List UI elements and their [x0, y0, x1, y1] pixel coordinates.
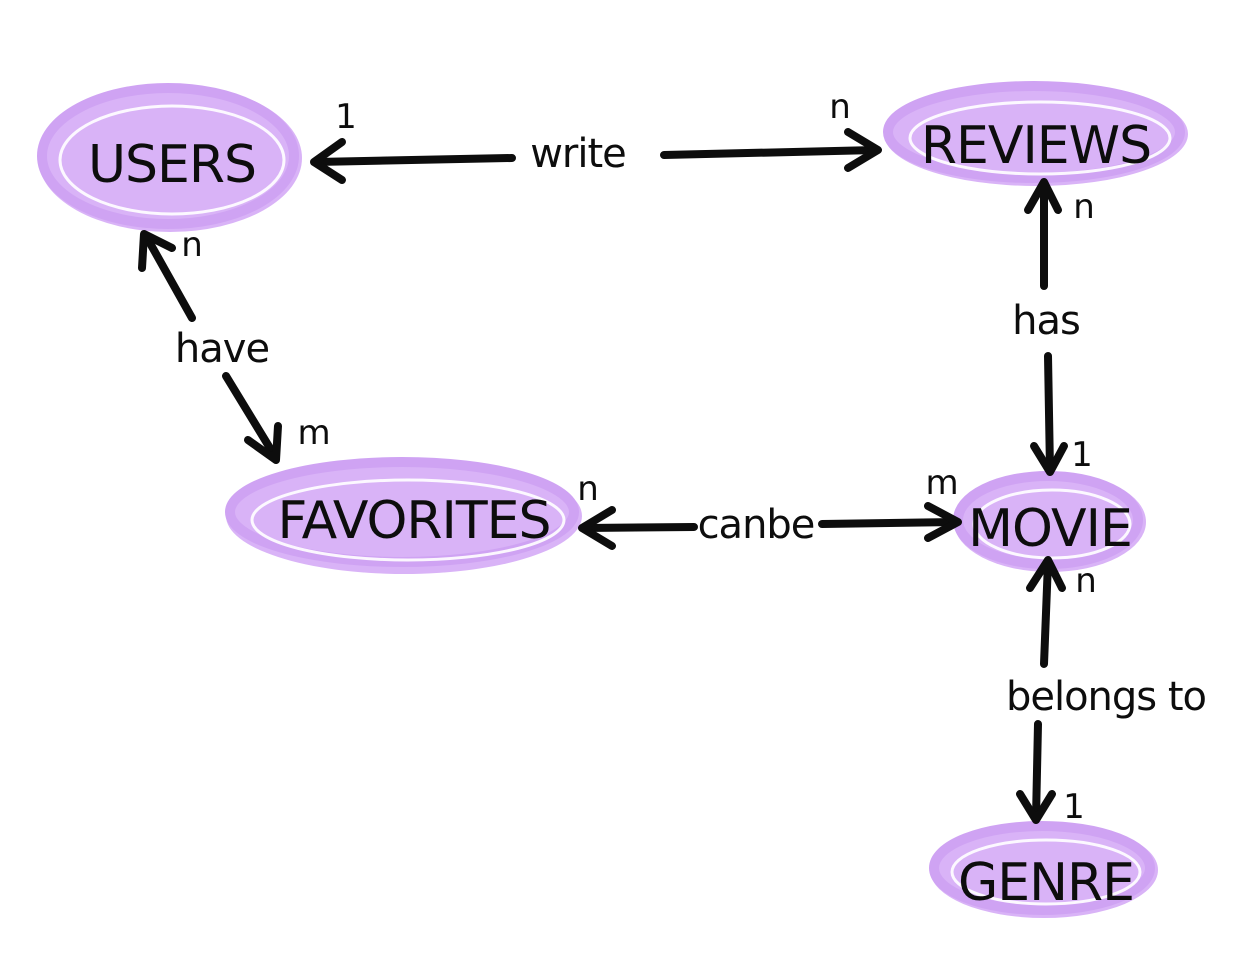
edge-have-bottom — [222, 372, 280, 462]
entity-users[interactable]: USERS — [37, 83, 302, 232]
movie-highlight-inner — [972, 488, 1132, 560]
cardinality-reviews-has: n — [1073, 187, 1095, 227]
entity-favorites[interactable]: FAVORITES — [225, 457, 582, 574]
cardinality-movie-belongs: n — [1075, 561, 1097, 601]
edge-has-bottom — [1044, 352, 1054, 474]
arrow-head-users-have — [138, 230, 176, 272]
relationship-label-write: write — [530, 131, 626, 177]
edge-belongs-top — [1040, 558, 1052, 668]
edge-favorites-movie[interactable]: canbe n m — [577, 463, 962, 550]
edge-belongs-bottom — [1032, 720, 1042, 822]
genre-highlight-inner — [950, 838, 1142, 906]
reviews-highlight-inner — [908, 100, 1172, 176]
users-highlight-stroke — [37, 83, 299, 229]
arrow-head-movie-canbe — [924, 502, 962, 542]
arrow-head-genre-belongs — [1016, 790, 1056, 824]
relationship-label-have: have — [175, 326, 269, 372]
edge-write-left — [312, 154, 516, 166]
arrow-head-users — [310, 138, 346, 184]
relationship-label-belongs-to: belongs to — [1006, 674, 1206, 720]
entity-label-genre: GENRE — [958, 853, 1134, 913]
entity-label-users: USERS — [88, 135, 256, 195]
users-highlight — [38, 84, 302, 232]
arrow-head-movie-belongs — [1026, 556, 1066, 592]
edge-users-reviews[interactable]: write 1 n — [310, 87, 882, 184]
cardinality-users-write: 1 — [335, 97, 357, 137]
reviews-highlight-stroke — [883, 81, 1185, 183]
genre-highlight-stroke — [929, 821, 1155, 915]
arrow-head-favorites-canbe — [578, 506, 616, 550]
relationship-label-has: has — [1012, 298, 1080, 344]
entity-label-movie: MOVIE — [968, 499, 1132, 559]
entity-reviews[interactable]: REVIEWS — [883, 81, 1188, 186]
arrow-head-reviews — [844, 128, 882, 172]
edge-users-favorites[interactable]: have n m — [138, 225, 331, 464]
relationship-label-canbe: canbe — [698, 502, 815, 548]
entity-genre[interactable]: GENRE — [929, 821, 1158, 918]
entity-label-reviews: REVIEWS — [921, 116, 1151, 176]
cardinality-users-have: n — [181, 225, 203, 265]
cardinality-favorites-have: m — [297, 413, 330, 453]
arrow-head-favorites-have — [244, 422, 282, 464]
edge-have-top — [142, 232, 196, 322]
users-highlight-inner — [58, 104, 286, 216]
edge-write-right — [660, 146, 880, 159]
cardinality-reviews-write: n — [829, 87, 851, 127]
cardinality-favorites-canbe: n — [577, 469, 599, 509]
entity-label-favorites: FAVORITES — [277, 491, 550, 551]
cardinality-movie-has: 1 — [1071, 435, 1093, 475]
favorites-highlight-inner — [250, 478, 566, 562]
arrow-head-movie-has — [1030, 442, 1068, 476]
edge-canbe-left — [580, 523, 698, 532]
edge-reviews-movie[interactable]: has n 1 — [1012, 178, 1095, 476]
cardinality-movie-canbe: m — [925, 463, 958, 503]
cardinality-genre-belongs: 1 — [1063, 787, 1085, 827]
favorites-highlight-stroke — [225, 457, 579, 567]
arrow-head-reviews-has — [1024, 178, 1062, 214]
edge-canbe-right — [818, 518, 960, 528]
edge-movie-genre[interactable]: belongs to n 1 — [1006, 556, 1207, 827]
